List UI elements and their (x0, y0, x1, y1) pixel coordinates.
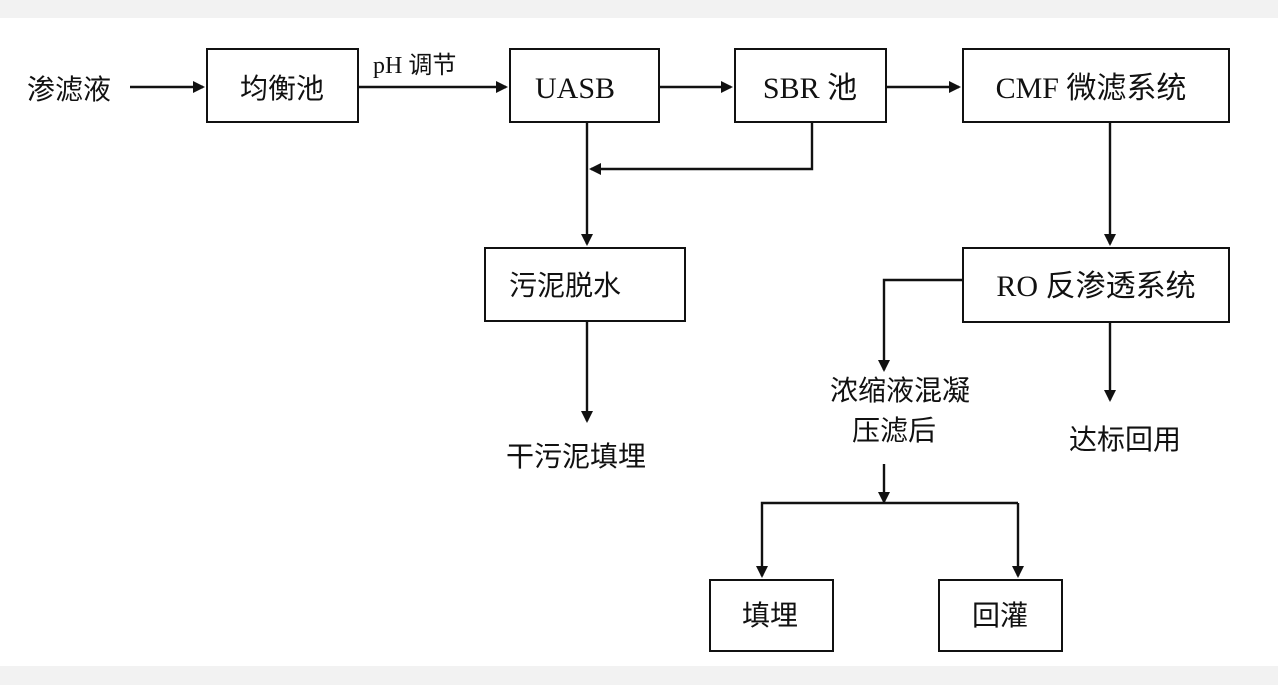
cmf-label: CMF 微滤系统 (996, 72, 1187, 105)
reuse-label: 达标回用 (1069, 423, 1181, 456)
landfill-label: 填埋 (742, 599, 798, 632)
ro-label: RO 反渗透系统 (996, 270, 1195, 303)
sbr-tank-box (734, 48, 887, 123)
equalization-label: 均衡池 (240, 72, 324, 105)
concentrate-label-line2: 压滤后 (852, 414, 936, 447)
concentrate-label-line1: 浓缩液混凝 (830, 374, 970, 407)
ro-reverse-osmosis-box (962, 247, 1230, 323)
arrow-sbr-to-sludge-line (589, 122, 814, 175)
sludge-dewatering-box (484, 247, 686, 322)
arrow-ro-to-concentrate (878, 278, 963, 372)
input-label: 渗滤液 (27, 73, 111, 106)
equalization-tank-box (206, 48, 359, 123)
landfill-box (709, 579, 834, 652)
recharge-box (938, 579, 1063, 652)
ph-adjustment-label: pH 调节 (373, 52, 456, 79)
sludge-dewatering-label: 污泥脱水 (509, 269, 621, 302)
uasb-label: UASB (535, 72, 615, 105)
cmf-microfiltration-box (962, 48, 1230, 123)
recharge-label: 回灌 (972, 599, 1028, 632)
flow-diagram (0, 18, 1278, 666)
sbr-label: SBR 池 (763, 72, 857, 105)
dry-sludge-landfill-label: 干污泥填埋 (506, 440, 646, 473)
arrow-split-to-landfill (756, 501, 1018, 578)
uasb-box (509, 48, 660, 123)
